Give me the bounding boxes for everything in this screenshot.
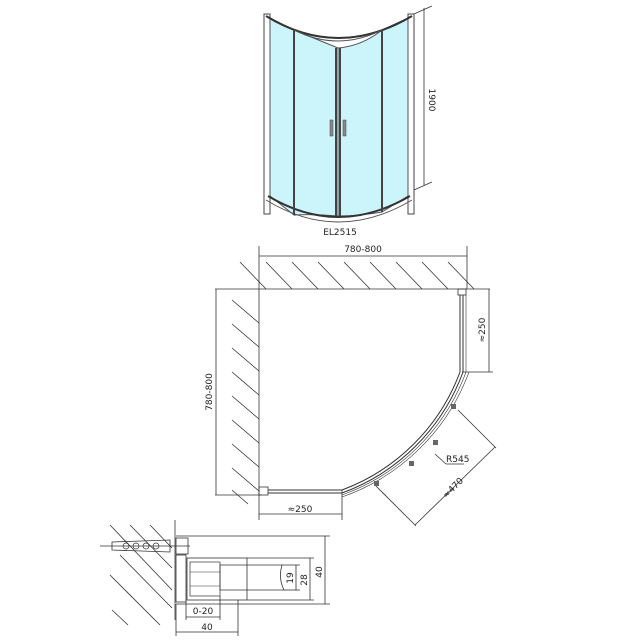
wall-profile-detail: 40 28 19 0-20 40 xyxy=(100,520,330,636)
shower-plan-view: 780-800 780-800 ≈250 ≈250 R545 ≈470 xyxy=(205,245,497,527)
left-side-glass xyxy=(269,17,295,217)
adjustment-range-label: 0-20 xyxy=(193,607,214,617)
enclosure-outline xyxy=(258,288,470,498)
roller-icon xyxy=(409,461,414,466)
right-handle-icon xyxy=(342,119,347,137)
back-wall-hatching xyxy=(239,261,475,290)
glass-edge xyxy=(219,564,285,591)
top-rail xyxy=(265,15,413,39)
roller-icon xyxy=(433,440,438,445)
left-post xyxy=(263,13,271,215)
profile-width-label: 40 xyxy=(201,623,213,633)
profile-height-total-label: 40 xyxy=(315,566,325,578)
radius-label: R545 xyxy=(446,455,469,465)
bottom-rail xyxy=(267,195,411,218)
side-wall-hatching xyxy=(231,299,260,505)
width-dimension-label: 780-800 xyxy=(344,245,382,255)
height-label: 1900 xyxy=(426,89,436,112)
roller-icon xyxy=(374,481,379,486)
depth-dimension-label: 780-800 xyxy=(205,373,215,411)
side-panel-top-label: ≈250 xyxy=(478,317,488,342)
roller-icon xyxy=(451,404,456,409)
left-handle-icon xyxy=(329,119,334,137)
door-opening-label: ≈470 xyxy=(441,476,466,501)
product-code-label: EL2515 xyxy=(323,228,357,238)
wall-anchor-screw-icon xyxy=(100,537,190,555)
right-post xyxy=(407,13,415,215)
right-side-glass xyxy=(381,17,409,213)
aluminium-profile xyxy=(175,554,285,603)
profile-height-inner-label: 28 xyxy=(300,574,310,586)
shower-elevation-view: 1900 EL2515 xyxy=(263,5,436,238)
glass-thickness-label: 19 xyxy=(286,572,296,584)
side-panel-bottom-label: ≈250 xyxy=(288,505,313,515)
